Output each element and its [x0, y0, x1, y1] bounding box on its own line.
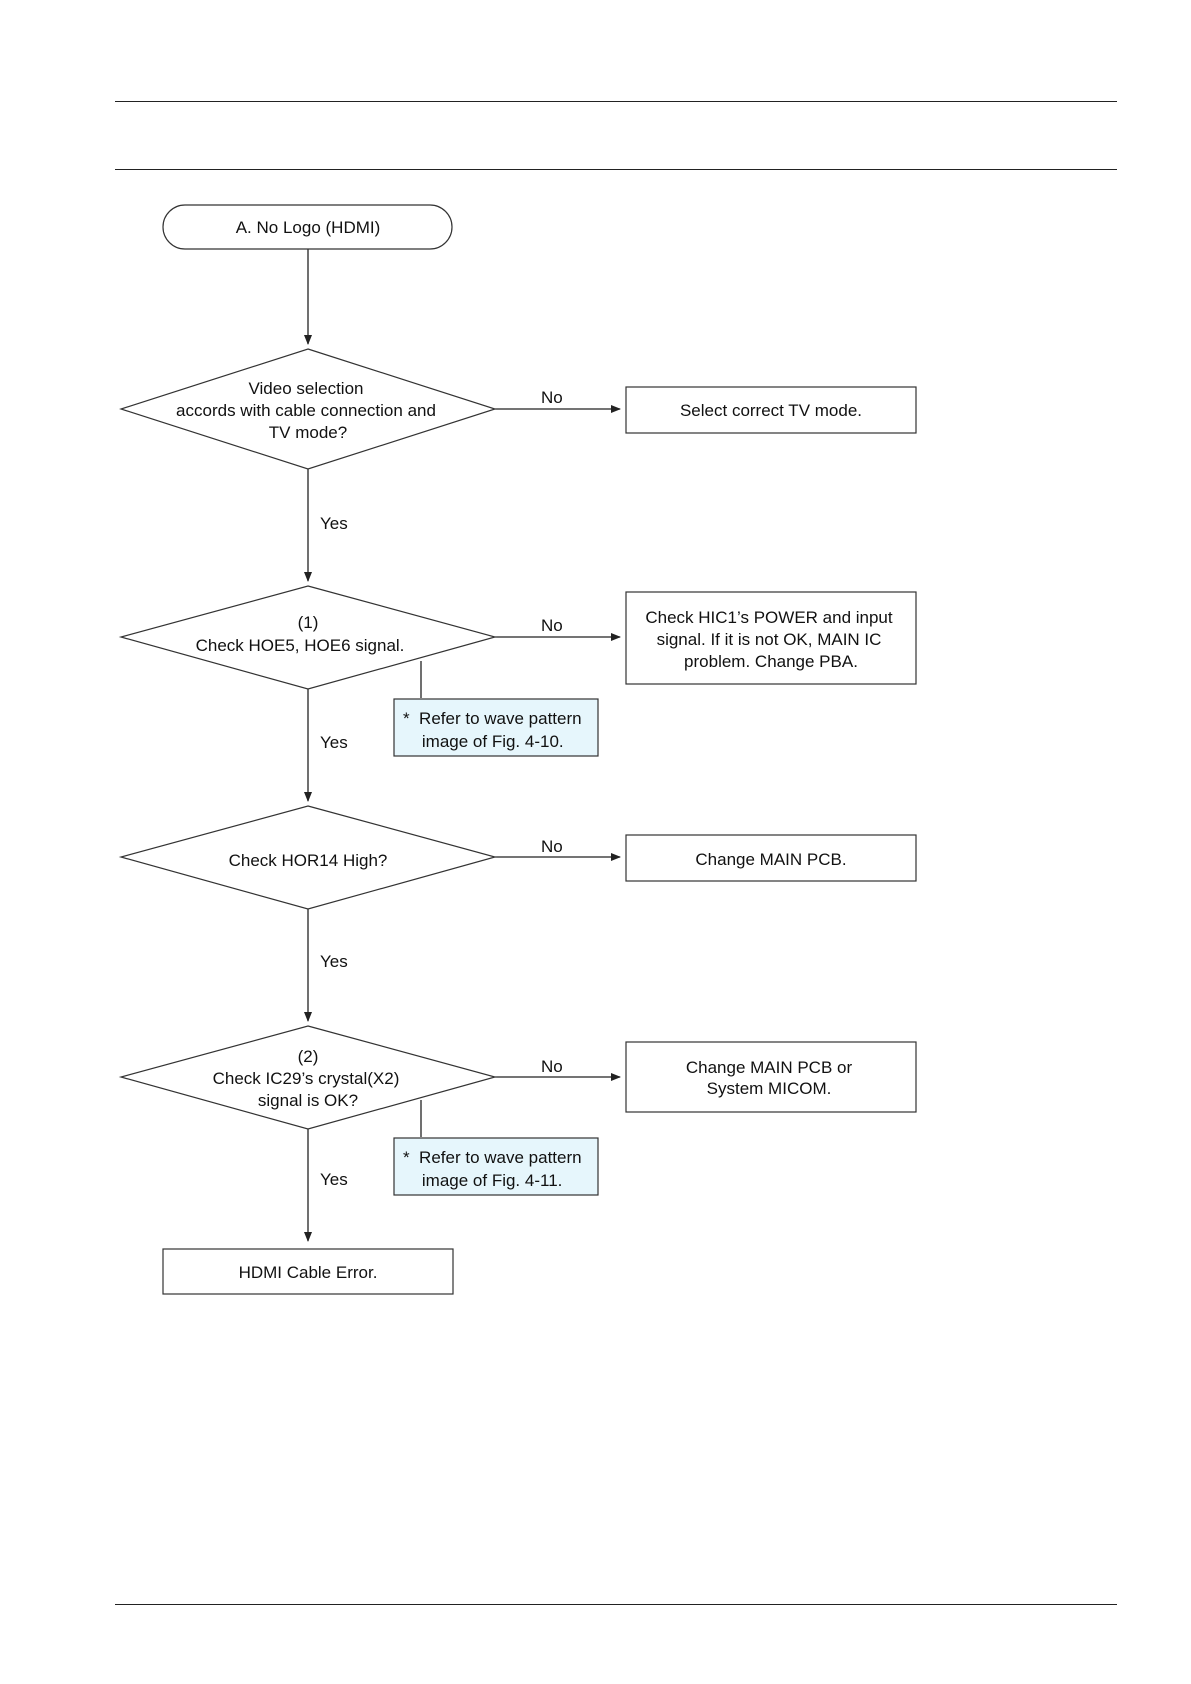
action-2-line-1: Check HIC1’s POWER and input — [645, 608, 893, 627]
connectors — [304, 249, 621, 1242]
decision-1-line-2: accords with cable connection and — [176, 401, 436, 420]
action-check-hic1: Check HIC1’s POWER and input signal. If … — [625, 591, 917, 685]
decision-4-line-2: Check IC29’s crystal(X2) — [213, 1069, 400, 1088]
end-label: HDMI Cable Error. — [239, 1263, 378, 1282]
edge-label-no-2: No — [541, 616, 563, 635]
action-select-tv-mode: Select correct TV mode. — [625, 386, 917, 434]
decision-4-line-1: (2) — [298, 1047, 319, 1066]
decision-2-line-2: Check HOE5, HOE6 signal. — [196, 636, 405, 655]
action-4-line-2: System MICOM. — [707, 1079, 832, 1098]
edge-label-yes-4: Yes — [320, 1170, 348, 1189]
footer-rule — [115, 1604, 1117, 1605]
decision-1-line-3: TV mode? — [269, 423, 347, 442]
edge-labels: Yes Yes Yes Yes No No No No — [320, 388, 563, 1189]
decision-4-line-3: signal is OK? — [258, 1091, 358, 1110]
note-fig-4-10: * Refer to wave pattern image of Fig. 4-… — [393, 698, 599, 757]
header-top-rule — [115, 101, 1117, 102]
decision-check-crystal: (2) Check IC29’s crystal(X2) signal is O… — [118, 1025, 498, 1130]
note-1-line-2: image of Fig. 4-10. — [403, 732, 564, 751]
note-1-line-1: * Refer to wave pattern — [403, 709, 582, 728]
action-1-line-1: Select correct TV mode. — [680, 401, 862, 420]
start-node: A. No Logo (HDMI) — [162, 204, 453, 250]
decision-3-line-1: Check HOR14 High? — [229, 851, 388, 870]
action-change-main-pcb: Change MAIN PCB. — [625, 834, 917, 882]
edge-label-yes-3: Yes — [320, 952, 348, 971]
edge-label-yes-1: Yes — [320, 514, 348, 533]
end-node: HDMI Cable Error. — [162, 1248, 454, 1295]
edge-label-no-3: No — [541, 837, 563, 856]
action-change-pcb-or-micom: Change MAIN PCB or System MICOM. — [625, 1041, 917, 1113]
action-2-line-3: problem. Change PBA. — [684, 652, 858, 671]
decision-2-line-1: (1) — [298, 613, 319, 632]
note-2-line-1: * Refer to wave pattern — [403, 1148, 582, 1167]
decision-1-line-1: Video selection — [249, 379, 364, 398]
start-label: A. No Logo (HDMI) — [236, 218, 381, 237]
edge-label-yes-2: Yes — [320, 733, 348, 752]
decision-video-selection: Video selection accords with cable conne… — [119, 348, 497, 470]
note-fig-4-11: * Refer to wave pattern image of Fig. 4-… — [393, 1137, 599, 1196]
action-2-line-2: signal. If it is not OK, MAIN IC — [657, 630, 882, 649]
note-2-line-2: image of Fig. 4-11. — [403, 1171, 562, 1190]
edge-label-no-1: No — [541, 388, 563, 407]
header-bottom-rule — [115, 169, 1117, 170]
action-4-line-1: Change MAIN PCB or — [686, 1058, 853, 1077]
decision-check-hor14: Check HOR14 High? — [118, 805, 498, 910]
edge-label-no-4: No — [541, 1057, 563, 1076]
decision-check-hoe-signal: (1) Check HOE5, HOE6 signal. — [118, 585, 498, 690]
action-3-line-1: Change MAIN PCB. — [695, 850, 846, 869]
